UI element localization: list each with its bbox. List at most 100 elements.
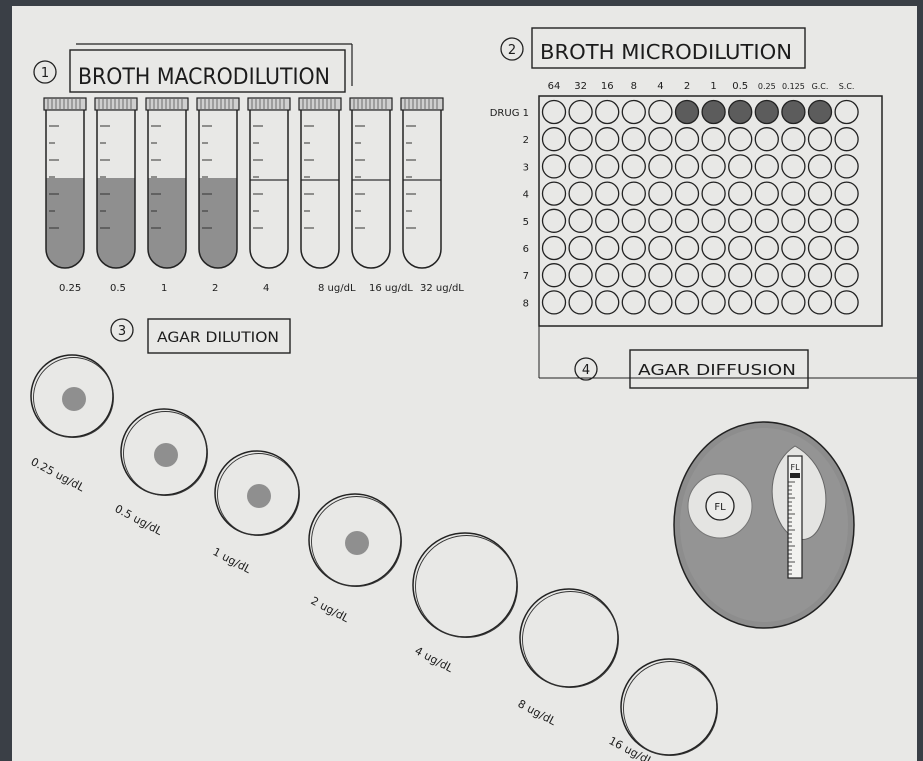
tube-outline (301, 110, 339, 268)
agar-plate-6: 8 ug/dL (516, 589, 619, 728)
plate-row-label: 3 (523, 162, 529, 173)
well (835, 209, 858, 232)
section-4-number: 4 (582, 363, 590, 378)
well (622, 237, 645, 260)
well-growth (782, 101, 805, 124)
well (755, 209, 778, 232)
well (702, 264, 725, 287)
well (835, 182, 858, 205)
well (809, 264, 832, 287)
agar-plates: 0.25 ug/dL0.5 ug/dL1 ug/dL2 ug/dL4 ug/dL… (29, 355, 718, 761)
well (622, 155, 645, 178)
well (543, 101, 566, 124)
well (649, 291, 672, 314)
well (649, 155, 672, 178)
well (782, 264, 805, 287)
well-growth (755, 101, 778, 124)
test-tube-6: 8 ug/dL (299, 98, 356, 294)
well (569, 209, 592, 232)
well-growth (676, 101, 699, 124)
turbid-broth (148, 178, 186, 268)
well (622, 128, 645, 151)
well (622, 101, 645, 124)
tube-label: 32 ug/dL (420, 283, 464, 294)
well (543, 128, 566, 151)
well (569, 291, 592, 314)
agar-plate-4: 2 ug/dL (309, 494, 402, 625)
tube-label: 0.5 (110, 283, 126, 294)
well (835, 101, 858, 124)
well (755, 182, 778, 205)
tube-label: 2 (212, 283, 218, 294)
well (835, 237, 858, 260)
well (649, 264, 672, 287)
well (809, 291, 832, 314)
well (543, 182, 566, 205)
well (755, 128, 778, 151)
well (782, 182, 805, 205)
tube-outline (250, 110, 288, 268)
well (543, 264, 566, 287)
well (649, 101, 672, 124)
agar-diffusion-section: 4 AGAR DIFFUSION FL FL (575, 350, 854, 628)
plate-label: 4 ug/dL (413, 644, 456, 675)
plate-column-label: 0.5 (732, 81, 748, 92)
well-growth (702, 101, 725, 124)
etest-strip-marker (790, 473, 800, 478)
well (809, 155, 832, 178)
well (543, 155, 566, 178)
well (676, 128, 699, 151)
well (702, 291, 725, 314)
well-growth (809, 101, 832, 124)
test-tube-3: 1 (146, 98, 188, 294)
plate-column-label: 0.125 (782, 82, 805, 91)
section-1-number: 1 (41, 66, 49, 81)
well (809, 209, 832, 232)
turbid-broth (199, 178, 237, 268)
tube-label: 4 (263, 283, 269, 294)
plate-row-label: DRUG 1 (490, 108, 529, 119)
plate-outline (520, 589, 618, 687)
plate-column-label: S.C. (839, 82, 855, 91)
well (702, 128, 725, 151)
well (596, 155, 619, 178)
agar-plate-5: 4 ug/dL (413, 533, 518, 675)
tube-outline (352, 110, 390, 268)
plate-column-label: 16 (601, 81, 614, 92)
plate-column-label: 1 (710, 81, 716, 92)
broth-micro-title: BROTH MICRODILUTION (540, 40, 792, 64)
tube-label: 8 ug/dL (318, 283, 356, 294)
tube-label: 16 ug/dL (369, 283, 413, 294)
colony-spot (247, 484, 271, 508)
well (809, 182, 832, 205)
plate-row-label: 4 (523, 190, 529, 201)
plate-row-label: 2 (523, 135, 529, 146)
well (543, 209, 566, 232)
well (729, 291, 752, 314)
well (835, 128, 858, 151)
plate-column-label: 0.25 (758, 82, 776, 91)
test-tube-2: 0.5 (95, 98, 137, 294)
well (729, 155, 752, 178)
well (622, 182, 645, 205)
well (782, 291, 805, 314)
section-2-number: 2 (508, 43, 516, 58)
plate-column-label: 64 (548, 81, 561, 92)
well (569, 182, 592, 205)
well (782, 128, 805, 151)
well (782, 237, 805, 260)
well (543, 237, 566, 260)
colony-spot (154, 443, 178, 467)
plate-column-label: G.C. (812, 82, 829, 91)
plate-label: 1 ug/dL (211, 545, 254, 576)
tube-rack: 0.250.51248 ug/dL16 ug/dL32 ug/dL (44, 98, 464, 294)
well (835, 264, 858, 287)
well (755, 264, 778, 287)
well (729, 209, 752, 232)
plate-column-label: 4 (657, 81, 663, 92)
well-growth (729, 101, 752, 124)
well (755, 237, 778, 260)
well (809, 237, 832, 260)
